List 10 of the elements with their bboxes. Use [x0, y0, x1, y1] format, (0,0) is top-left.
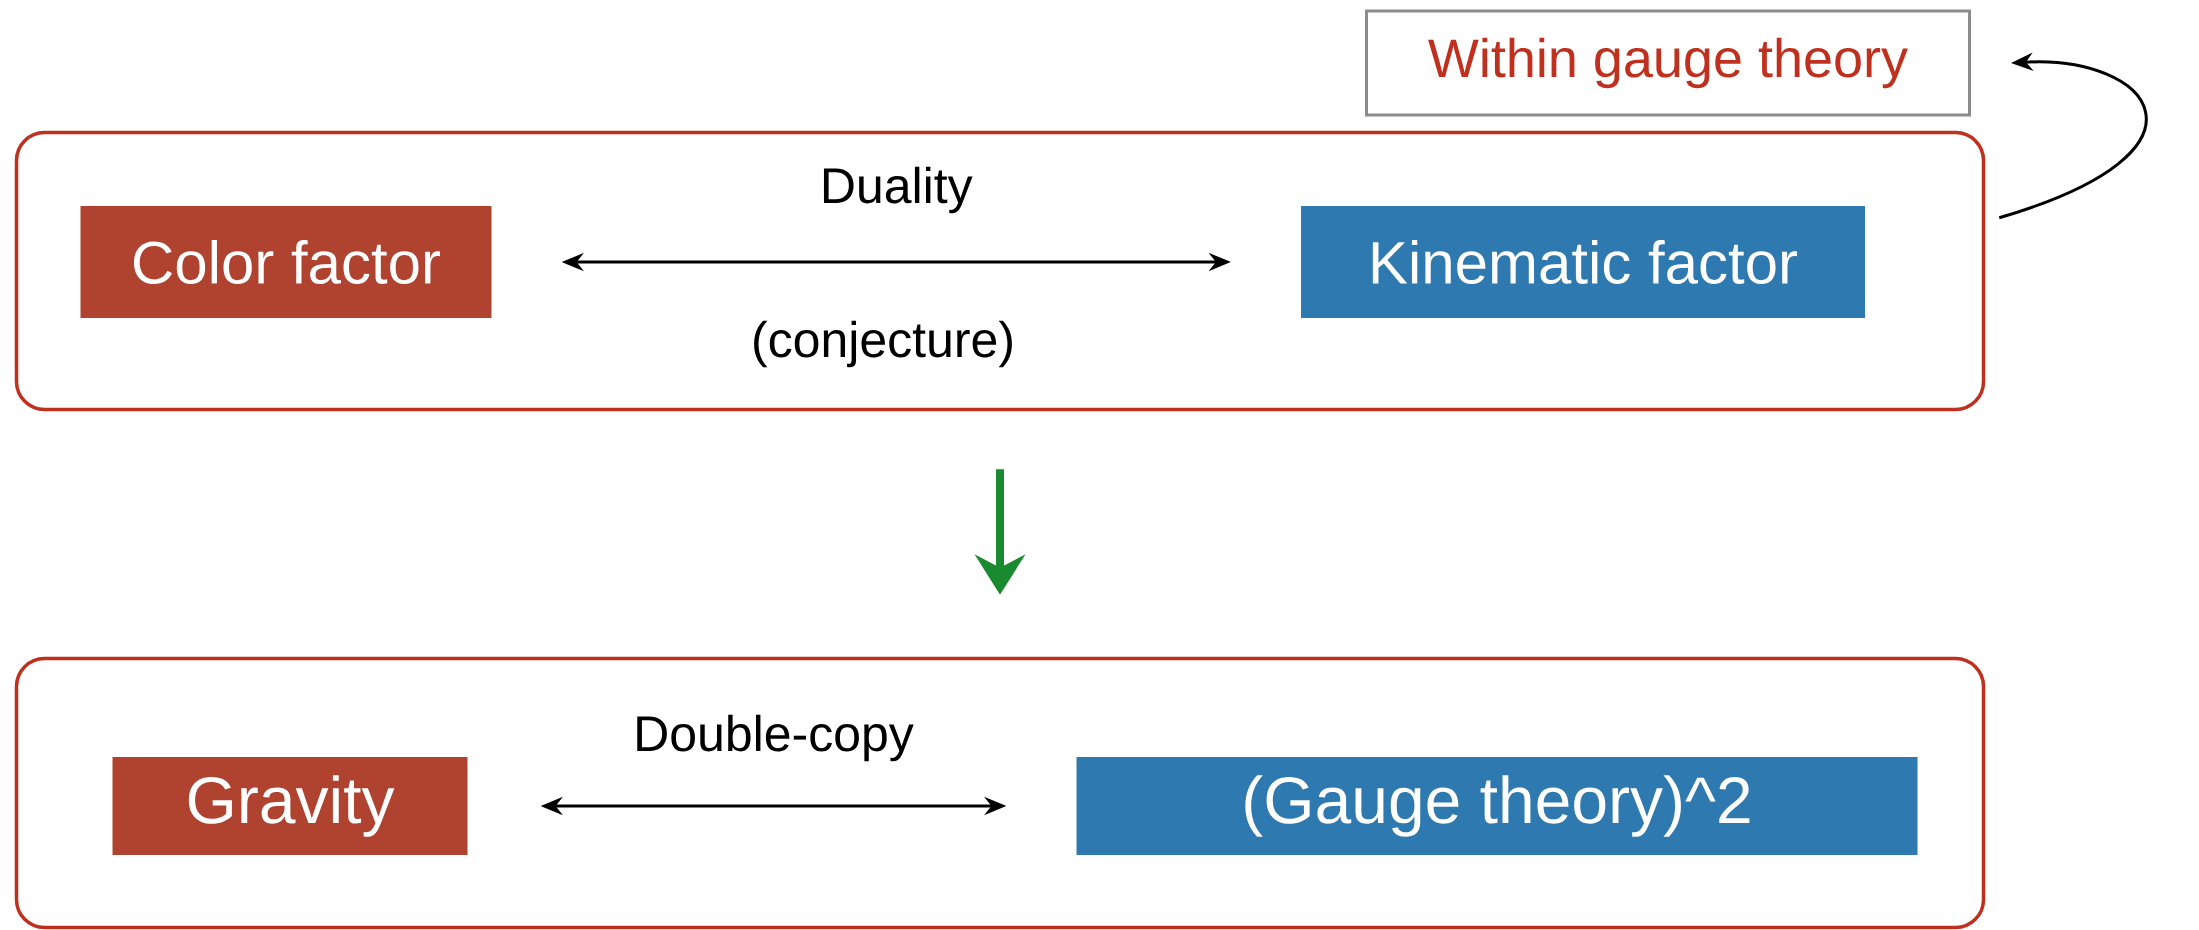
edge-label: Duality: [823, 166, 973, 214]
edge-label: Double-copy: [637, 714, 914, 762]
theory-box: (Gauge theory)^2: [1076, 757, 1918, 855]
group-frame: [14, 130, 1986, 412]
group-frame: [14, 656, 1986, 930]
factor-box: Color factor: [80, 206, 492, 318]
note-text: (conjecture): [754, 320, 1012, 368]
factor-box: Kinematic factor: [1301, 206, 1865, 318]
within-label-box: Within gauge theory: [1365, 9, 1971, 117]
theory-box: Gravity: [112, 757, 468, 855]
